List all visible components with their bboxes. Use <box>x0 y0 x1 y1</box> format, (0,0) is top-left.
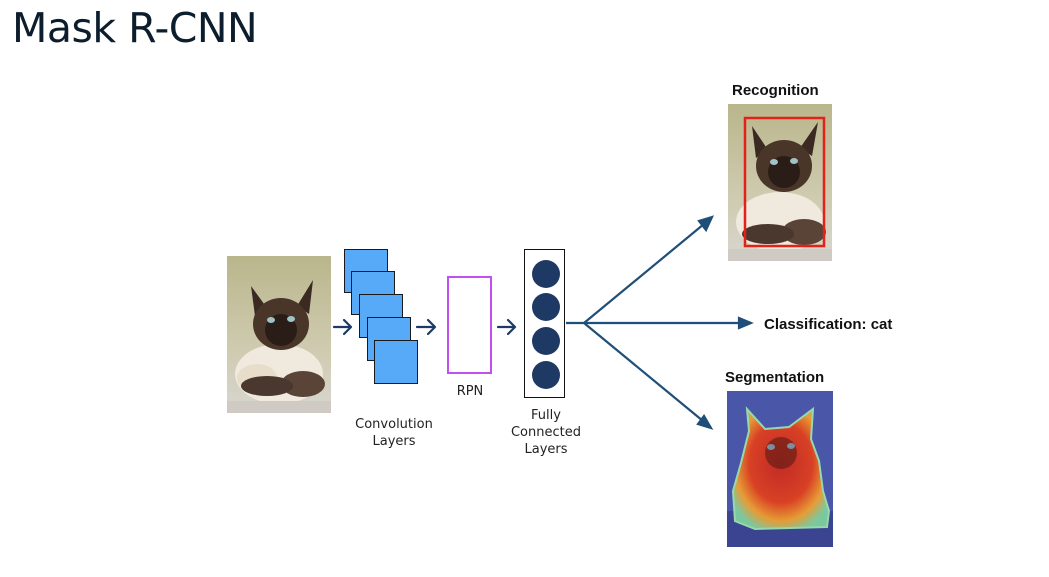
neuron-2 <box>532 293 560 321</box>
segmentation-label: Segmentation <box>725 369 825 386</box>
conv-label-line-2: Layers <box>372 434 416 449</box>
segmentation-image <box>727 391 833 547</box>
conv-layer-5 <box>374 340 418 384</box>
neuron-3 <box>532 327 560 355</box>
fc-label-line-2: Connected <box>510 425 581 440</box>
rpn-box <box>447 276 492 374</box>
fc-layers-label: Fully Connected Layers <box>496 407 596 458</box>
classification-label: Classification: cat <box>764 316 893 333</box>
neuron-1 <box>532 260 560 288</box>
conv-label-line-1: Convolution <box>355 417 433 432</box>
rpn-label: RPN <box>456 384 484 399</box>
recognition-label: Recognition <box>732 82 819 99</box>
page-title: Mask R-CNN <box>12 4 258 52</box>
fc-label-line-3: Layers <box>524 442 568 457</box>
recognition-image <box>728 104 832 261</box>
fc-label-line-1: Fully <box>531 408 561 423</box>
neuron-4 <box>532 361 560 389</box>
input-cat-image <box>227 256 331 413</box>
conv-layers-label: Convolution Layers <box>340 416 448 450</box>
bounding-box <box>743 116 826 248</box>
fully-connected-box <box>524 249 565 398</box>
